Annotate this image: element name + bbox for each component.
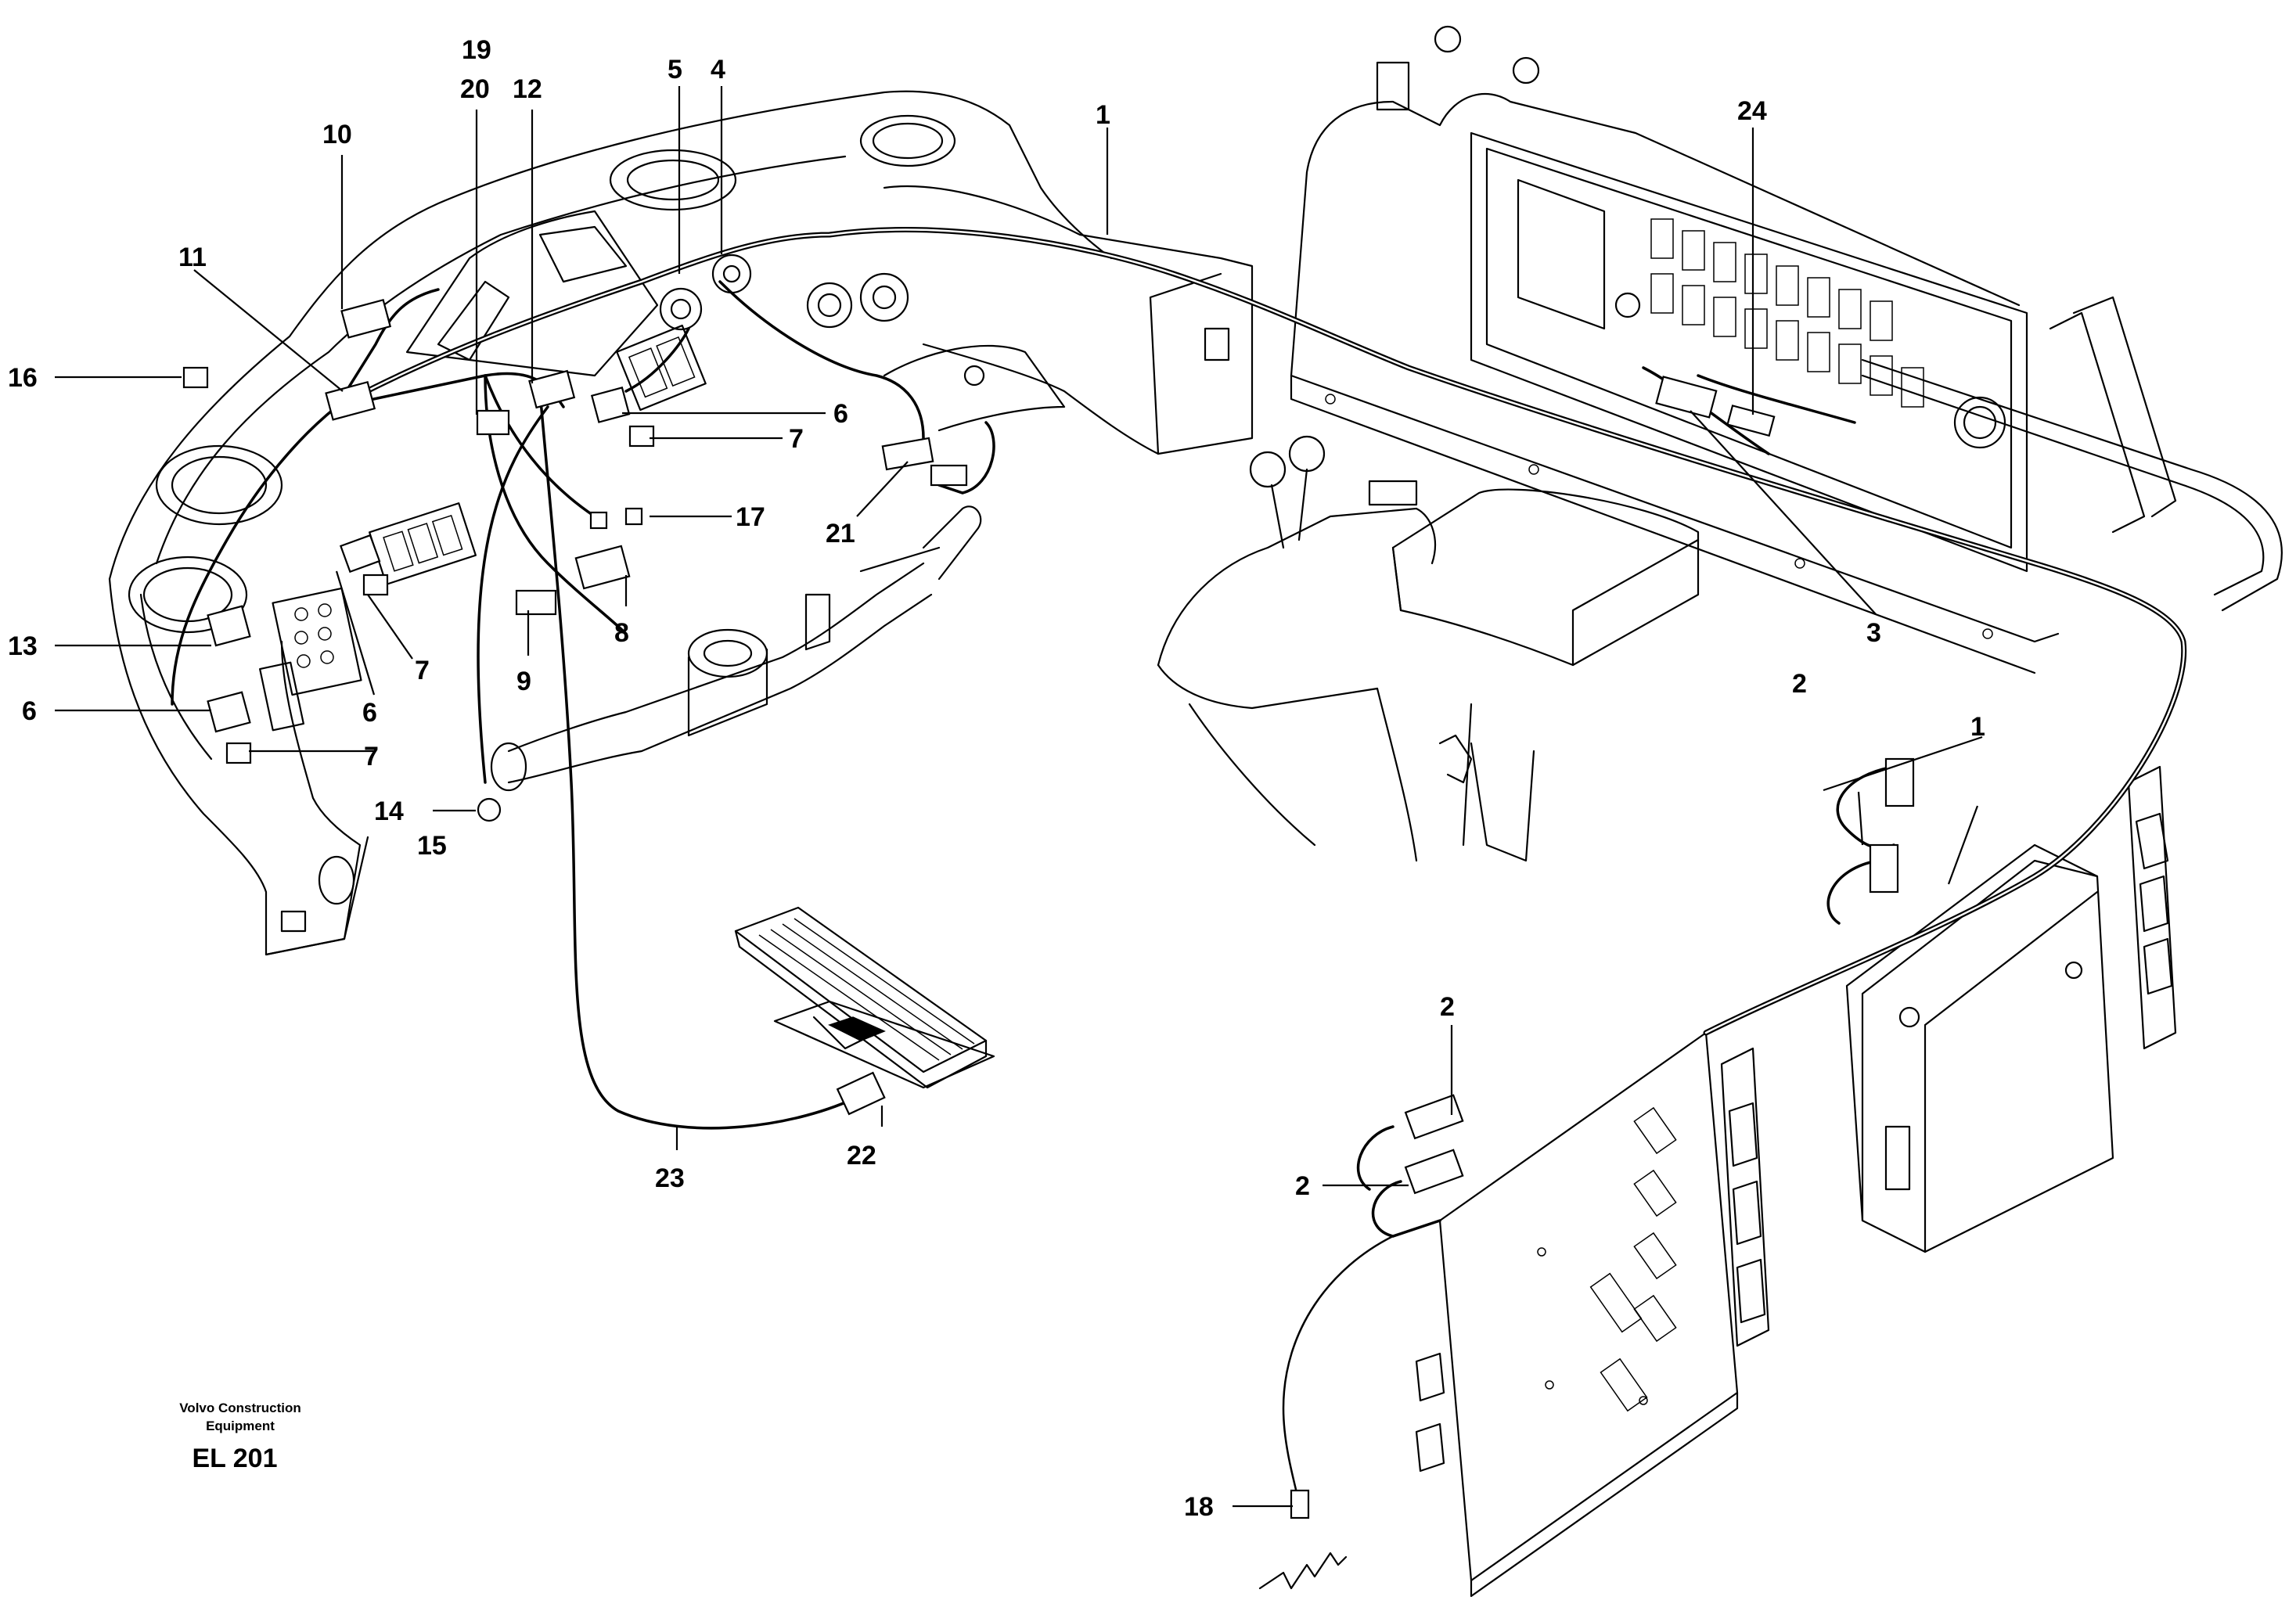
callout-3: 3 [1866,618,1881,648]
callout-labels: 1 1 2 2 2 3 4 5 6 6 6 7 7 7 8 9 10 11 12… [8,35,1985,1522]
callout-2a: 2 [1792,669,1807,699]
connectors [182,298,1915,1519]
callout-6c: 6 [22,696,37,726]
callout-7a: 7 [789,424,804,454]
callout-6b: 6 [362,698,377,728]
callout-19: 19 [462,35,491,65]
accelerator-pedal [734,906,995,1089]
figure-code: EL 201 [192,1444,277,1473]
caption-line-2: Equipment [206,1419,275,1433]
callout-11: 11 [178,243,207,272]
callout-6a: 6 [833,399,848,429]
callout-5: 5 [668,55,682,85]
circuit-board [1258,1031,1739,1598]
callout-8: 8 [614,618,629,648]
callout-13: 13 [8,631,38,661]
callout-4: 4 [711,55,725,85]
callout-1b: 1 [1970,712,1985,742]
control-unit [1720,765,2177,1347]
callout-9: 9 [516,667,531,696]
instrument-panel [108,90,1113,956]
callout-24: 24 [1737,96,1767,126]
callout-15: 15 [417,831,447,861]
callout-7c: 7 [364,742,379,771]
seat-and-controls [1157,435,1700,862]
callout-22: 22 [847,1141,876,1170]
callout-23: 23 [655,1163,685,1193]
callout-14: 14 [374,797,404,826]
callout-2c: 2 [1295,1171,1310,1201]
callout-7b: 7 [415,656,430,685]
caption-line-1: Volvo Construction [179,1401,301,1415]
callout-12: 12 [513,74,542,104]
callout-20: 20 [460,74,490,104]
right-switch-panel [1290,25,2177,674]
callout-18: 18 [1184,1492,1214,1522]
stalk-switch [490,505,982,792]
callout-1a: 1 [1096,100,1110,130]
callout-10: 10 [322,120,352,149]
callout-16: 16 [8,363,38,393]
callout-17: 17 [736,502,765,532]
leader-lines [55,86,1983,1508]
callout-2b: 2 [1440,992,1455,1022]
publisher-caption: Volvo Construction Equipment EL 201 [179,1401,301,1473]
callout-21: 21 [826,519,855,548]
